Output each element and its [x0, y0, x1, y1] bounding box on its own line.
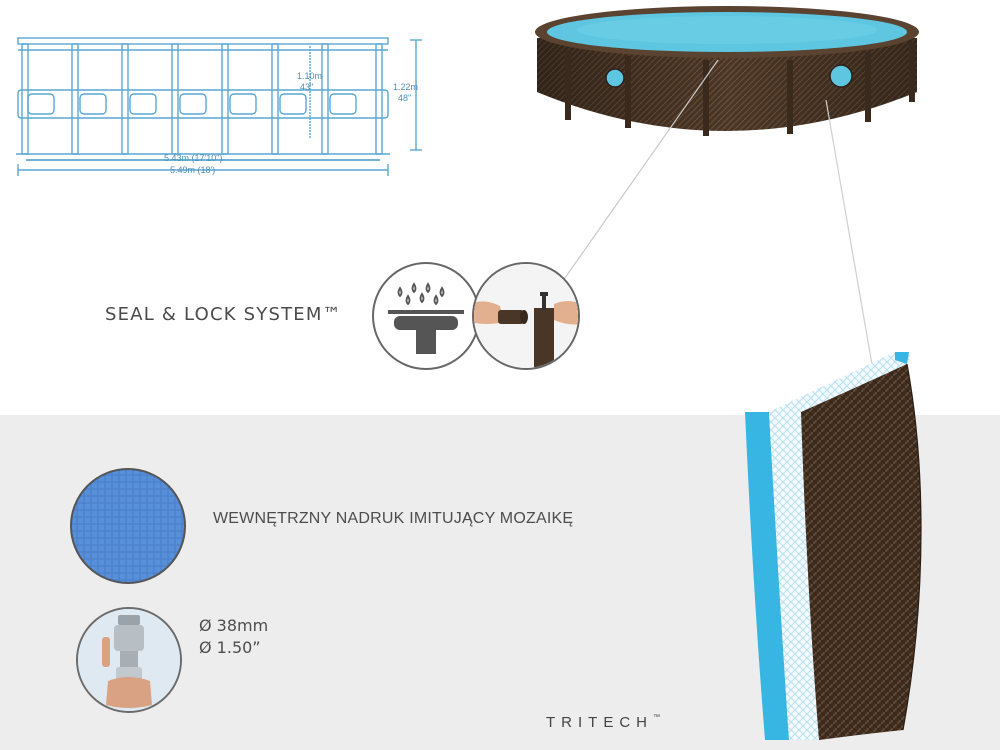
hose-connector-photo [76, 607, 182, 713]
outer-diameter-label: 5.49m (18') [170, 165, 216, 175]
hose-diameter-inches: Ø 1.50” [199, 638, 261, 657]
tritech-wall-cross-section [745, 352, 922, 740]
mosaic-print-label: WEWNĘTRZNY NADRUK IMITUJĄCY MOZAIKĘ [213, 510, 574, 527]
mosaic-swatch [70, 468, 186, 584]
brand-logo-tritech: TRITECH™ [546, 714, 660, 731]
seal-lock-photo [472, 262, 580, 370]
hose-diameter-mm: Ø 38mm [199, 616, 269, 635]
brand-name: TRITECH [546, 714, 653, 731]
inner-height-inches-label: 43" [300, 82, 314, 92]
outer-height-inches-label: 48" [398, 93, 412, 103]
seal-lock-label: SEAL & LOCK SYSTEM™ [105, 304, 342, 325]
pool-dimension-diagram [16, 37, 422, 176]
outer-height-label: 1.22m [393, 82, 419, 92]
pool-photo [535, 6, 919, 136]
brand-trademark: ™ [653, 714, 660, 721]
inner-height-label: 1.10m [297, 71, 323, 81]
seal-lock-icon [372, 262, 480, 370]
inner-diameter-label: 5.43m (17'10") [164, 153, 223, 163]
